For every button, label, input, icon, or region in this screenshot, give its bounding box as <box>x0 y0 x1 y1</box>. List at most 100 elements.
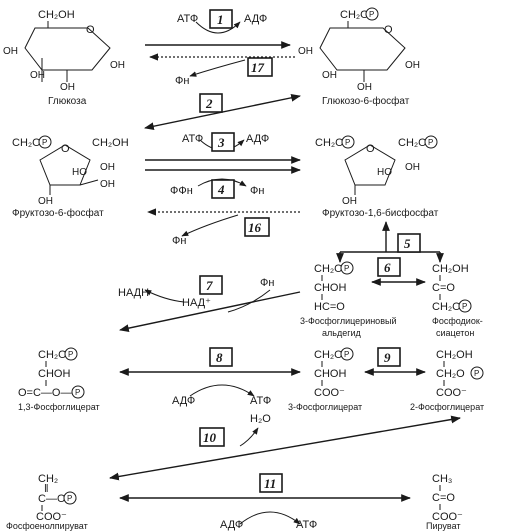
step8-atp: АТФ <box>250 395 271 407</box>
step1-adp: АДФ <box>244 13 267 25</box>
pg3-structure: CH₂O P CHOH COO⁻ <box>314 347 354 399</box>
step-box-7 <box>199 275 223 295</box>
step11-adp: АДФ <box>220 519 243 531</box>
step-box-10 <box>199 427 225 447</box>
step7-pi: Фн <box>260 277 274 289</box>
g6p-ring-o: O <box>384 24 393 36</box>
step-box-2 <box>199 93 223 113</box>
bpg13-structure: CH₂O P CHOH O=C—O— P <box>18 347 85 399</box>
step-num-8: 8 <box>216 350 223 365</box>
dhap-ch2o: CH₂O <box>432 301 461 313</box>
nad-curve-7 <box>144 289 185 303</box>
gap-hco: HC=O <box>314 301 345 313</box>
step7-nadh: НАДН <box>118 287 149 299</box>
step-num-10: 10 <box>203 430 217 445</box>
glucose-ch2oh: CH₂OH <box>38 9 75 21</box>
g6p-p: P <box>369 10 374 19</box>
f6p-ho: HO <box>72 167 87 178</box>
bpg-ch2o: CH₂O <box>38 349 67 361</box>
f6p-ring-o: O <box>61 143 70 155</box>
pg2-cho: CH₂O <box>436 368 465 380</box>
pep-coo: COO⁻ <box>36 511 67 523</box>
step-box-6 <box>377 257 401 277</box>
step1-atp: АТФ <box>177 13 198 25</box>
pep-p: P <box>67 494 72 503</box>
step-box-16 <box>244 217 270 237</box>
step11-atp: АТФ <box>296 519 317 531</box>
f6p-oh-4: OH <box>100 179 115 190</box>
pg2-structure: CH₂OH CH₂O P COO⁻ <box>436 349 484 399</box>
g6p-oh-4: OH <box>298 46 313 57</box>
step-box-4 <box>211 179 235 199</box>
pi-curve-17 <box>189 59 246 77</box>
label-gap-1: 3-Фосфоглицериновый <box>300 316 396 326</box>
g6p-oh-2: OH <box>357 82 372 93</box>
pg3-ch2o: CH₂O <box>314 349 343 361</box>
pep-ch2: CH₂ <box>38 473 58 485</box>
f16bp-p-6: P <box>345 138 350 147</box>
f16bp-ch2o-1: CH₂O <box>398 137 427 149</box>
glucose-oh-2: OH <box>60 82 75 93</box>
glucose-oh-4: OH <box>3 46 18 57</box>
label-bpg13: 1,3-Фосфоглицерат <box>18 402 100 412</box>
f6p-ch2oh: CH₂OH <box>92 137 129 149</box>
dhap-structure: CH₂OH C=O CH₂O P <box>432 263 472 313</box>
label-dhap-2: сиацетон <box>436 328 474 338</box>
g6p-oh-3: OH <box>322 70 337 81</box>
dhap-p: P <box>462 302 467 311</box>
bpg-p-1: P <box>75 388 80 397</box>
pg2-p: P <box>474 369 479 378</box>
label-f6p: Фруктозо-6-фосфат <box>12 207 104 219</box>
step-num-9: 9 <box>384 350 391 365</box>
step-num-3: 3 <box>217 135 225 150</box>
label-pg2: 2-Фосфоглицерат <box>410 402 484 412</box>
f16bp-ring-o: O <box>366 143 375 155</box>
step4-ppi: ФФн <box>170 185 193 197</box>
pg3-p: P <box>344 350 349 359</box>
pg2-coo: COO⁻ <box>436 387 467 399</box>
arrow-step-7 <box>119 291 301 333</box>
glucose-ring-o: O <box>86 24 95 36</box>
glucose-oh-1: OH <box>110 60 125 71</box>
pep-structure: CH₂ ‖ C—O— P COO⁻ <box>36 473 77 523</box>
pyruvate-structure: CH₃ C=O COO⁻ <box>432 473 463 523</box>
f6p-p: P <box>42 138 47 147</box>
bpg-cop: O=C—O— <box>18 387 71 399</box>
f6p-structure: CH₂O P CH₂OH O OH HO OH OH <box>12 135 129 207</box>
glucose-oh-3: OH <box>30 70 45 81</box>
f16bp-p-1: P <box>428 138 433 147</box>
step3-atp: АТФ <box>182 133 203 145</box>
step8-adp: АДФ <box>172 395 195 407</box>
f16bp-ho: HO <box>377 167 392 178</box>
step-num-4: 4 <box>217 182 225 197</box>
step-box-1 <box>209 9 233 29</box>
step-num-16: 16 <box>248 220 262 235</box>
step-box-3 <box>211 132 235 152</box>
pyr-ch3: CH₃ <box>432 473 452 485</box>
glucose-structure: CH₂OH O OH OH OH OH <box>3 9 125 93</box>
pg2-ch2oh: CH₂OH <box>436 349 473 361</box>
f16bp-structure: CH₂O P CH₂O P O OH HO OH <box>315 135 438 207</box>
f6p-oh-3: OH <box>38 196 53 207</box>
gap-choh: CHOH <box>314 282 346 294</box>
label-pep: Фосфоенолпируват <box>6 521 88 531</box>
pep-dbl: ‖ <box>44 483 49 495</box>
step-box-11 <box>259 473 283 493</box>
bpg-p-3: P <box>68 350 73 359</box>
g6p-ch2o: CH₂O <box>340 9 369 21</box>
pg3-coo: COO⁻ <box>314 387 345 399</box>
gap-structure: CH₂O P CHOH HC=O <box>314 261 354 313</box>
gap-p: P <box>344 264 349 273</box>
g6p-structure: CH₂O P O OH OH OH OH <box>298 7 420 93</box>
pg3-choh: CHOH <box>314 368 346 380</box>
f6p-ch2o: CH₂O <box>12 137 41 149</box>
step7-nad: НАД⁺ <box>182 297 211 309</box>
step-num-17: 17 <box>251 60 265 75</box>
step-num-5: 5 <box>404 236 411 251</box>
label-gap-2: альдегид <box>322 328 362 338</box>
label-dhap-1: Фосфодиок- <box>432 316 483 326</box>
step17-pi: Фн <box>175 75 189 87</box>
g6p-oh-1: OH <box>405 60 420 71</box>
